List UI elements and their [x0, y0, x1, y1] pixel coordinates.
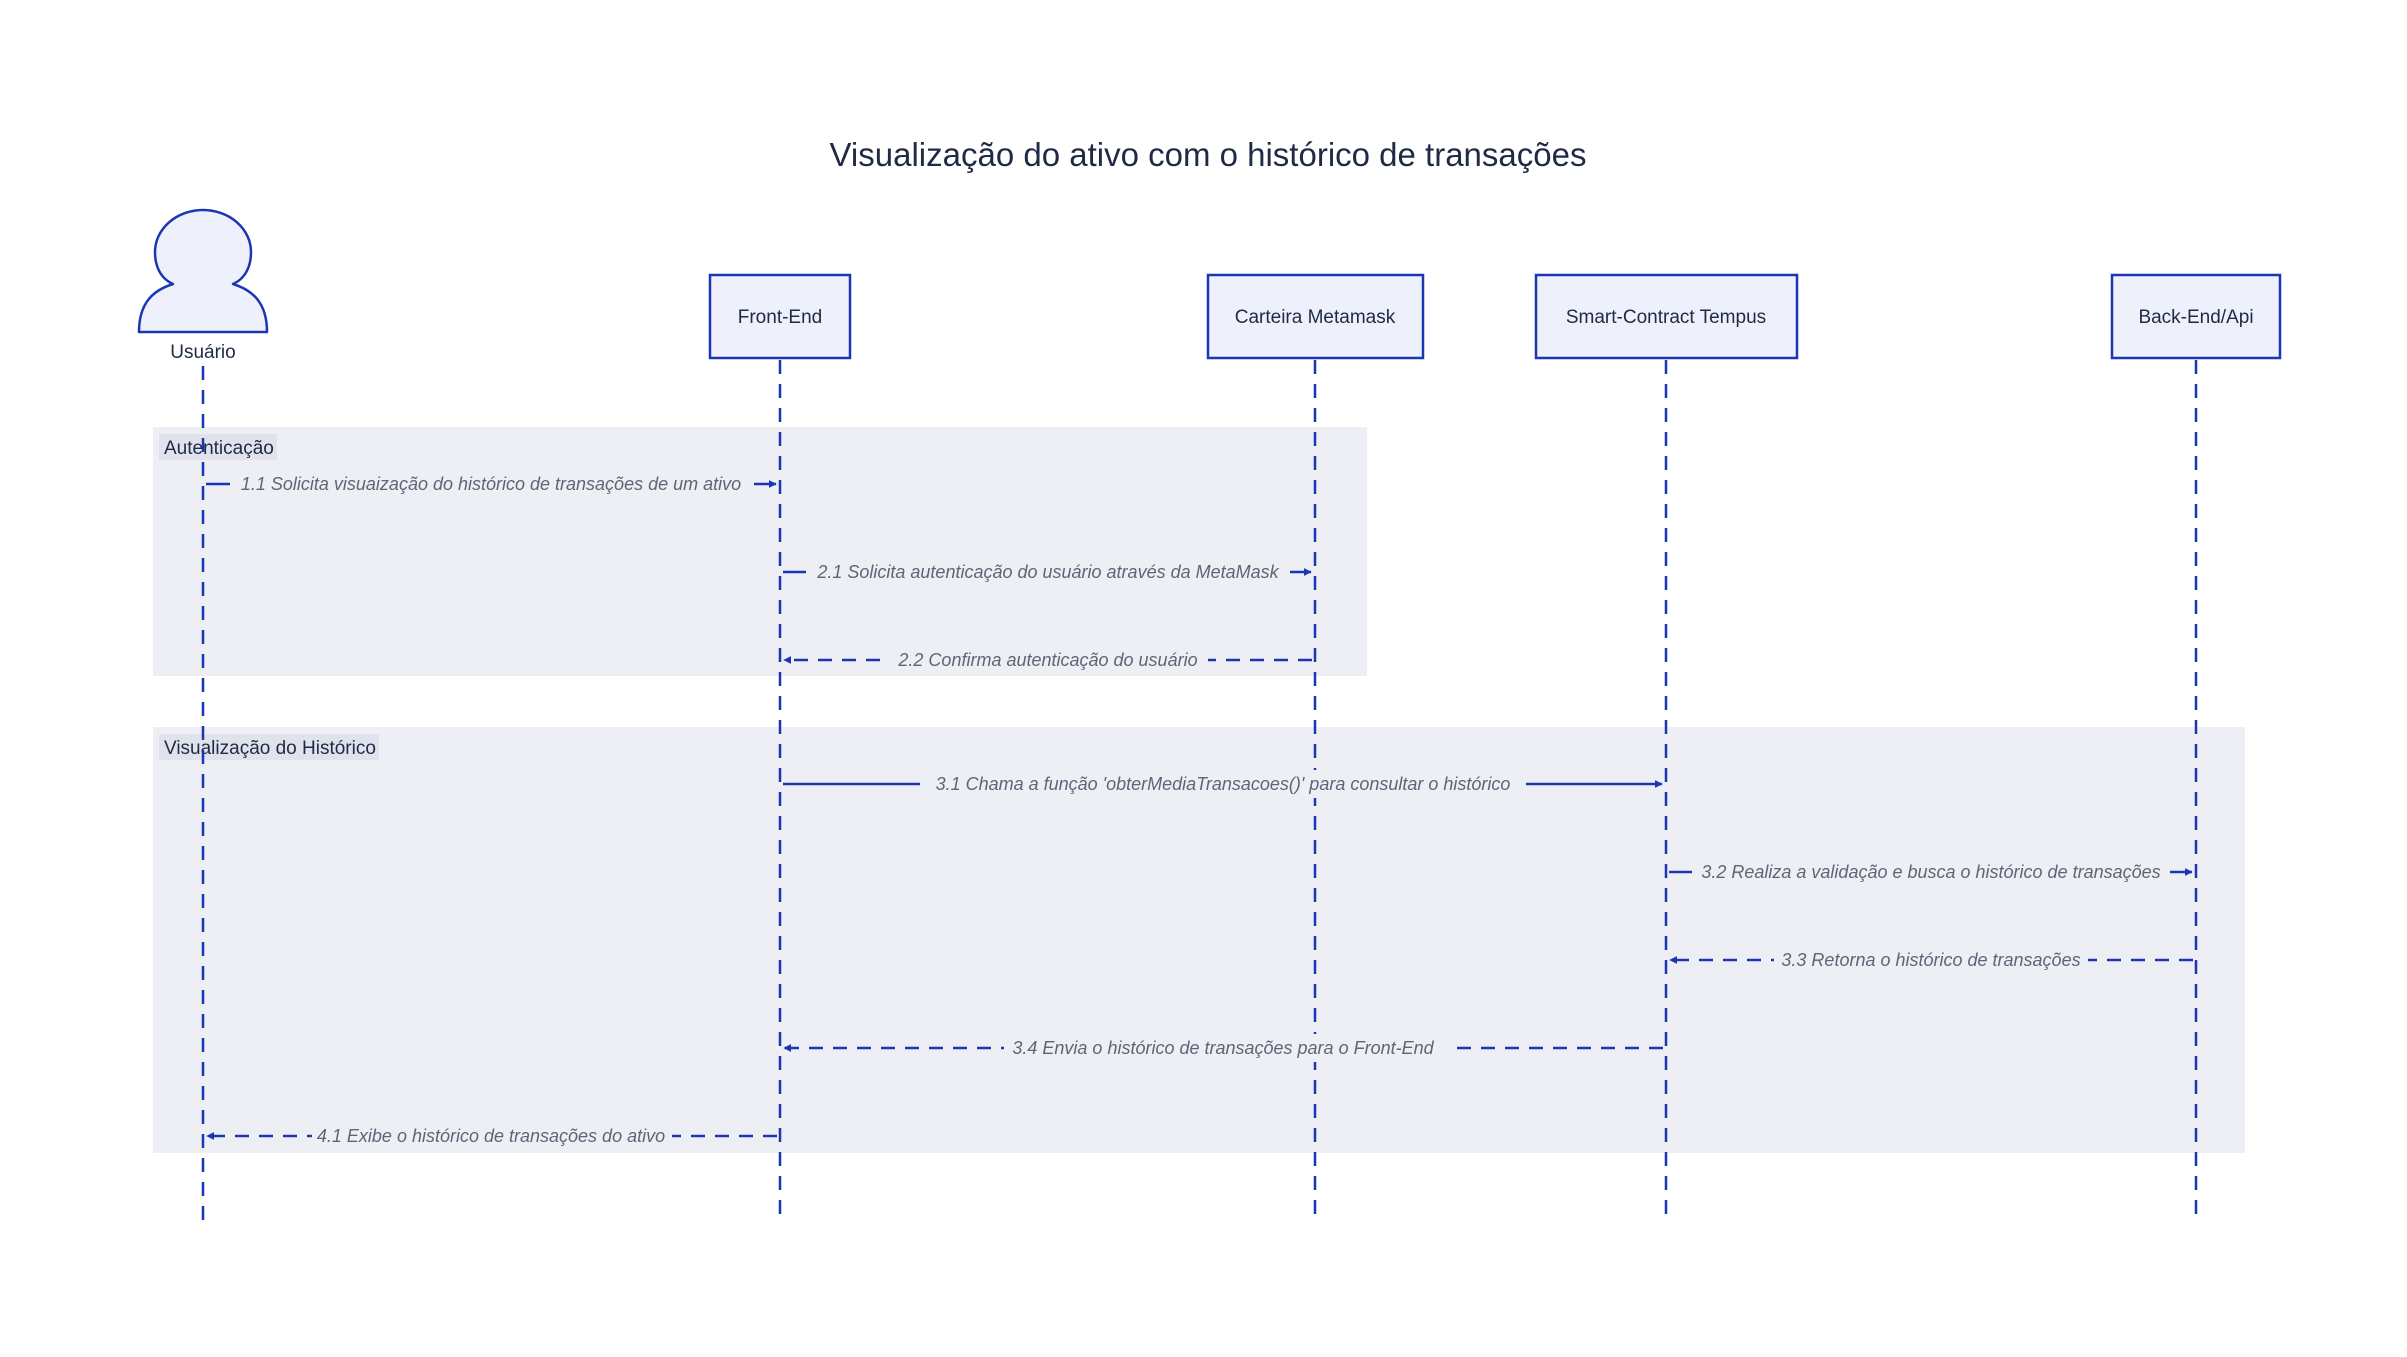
message-2-2: 2.2 Confirma autenticação do usuário — [783, 646, 1312, 674]
participant-front-end: Front-End — [708, 273, 852, 360]
fragment-label: Visualização do Histórico — [164, 738, 376, 759]
participant-label: Carteira Metamask — [1235, 307, 1396, 328]
participant-label: Back-End/Api — [2138, 307, 2253, 328]
message-3-1: 3.1 Chama a função 'obterMediaTransacoes… — [783, 770, 1663, 798]
message-label: 3.1 Chama a função 'obterMediaTransacoes… — [936, 774, 1511, 794]
message-2-1: 2.1 Solicita autenticação do usuário atr… — [783, 558, 1312, 586]
message-label: 4.1 Exibe o histórico de transações do a… — [317, 1126, 665, 1146]
participant-label: Front-End — [738, 307, 822, 328]
message-3-2: 3.2 Realiza a validação e busca o histór… — [1669, 858, 2193, 886]
actor-usuario: Usuário — [137, 208, 269, 363]
user-icon — [137, 208, 269, 334]
message-4-1: 4.1 Exibe o histórico de transações do a… — [206, 1122, 777, 1150]
message-label: 2.2 Confirma autenticação do usuário — [897, 650, 1197, 670]
fragment-label: Autenticação — [164, 438, 274, 459]
participant-back-end-api: Back-End/Api — [2110, 273, 2282, 360]
message-label: 1.1 Solicita visuaização do histórico de… — [241, 474, 741, 494]
fragment-autenticacao: Autenticação — [153, 427, 1367, 676]
message-label: 3.2 Realiza a validação e busca o histór… — [1701, 862, 2160, 882]
message-label: 2.1 Solicita autenticação do usuário atr… — [816, 562, 1279, 582]
diagram-title: Visualização do ativo com o histórico de… — [830, 136, 1587, 173]
participant-smart-contract-tempus: Smart-Contract Tempus — [1534, 273, 1799, 360]
participant-label: Smart-Contract Tempus — [1566, 307, 1766, 328]
message-label: 3.4 Envia o histórico de transações para… — [1012, 1038, 1434, 1058]
message-3-4: 3.4 Envia o histórico de transações para… — [783, 1034, 1663, 1062]
message-3-3: 3.3 Retorna o histórico de transações — [1669, 946, 2193, 974]
participant-carteira-metamask: Carteira Metamask — [1206, 273, 1425, 360]
message-label: 3.3 Retorna o histórico de transações — [1781, 950, 2080, 970]
message-1-1: 1.1 Solicita visuaização do histórico de… — [206, 470, 777, 498]
actor-label: Usuário — [170, 342, 235, 363]
